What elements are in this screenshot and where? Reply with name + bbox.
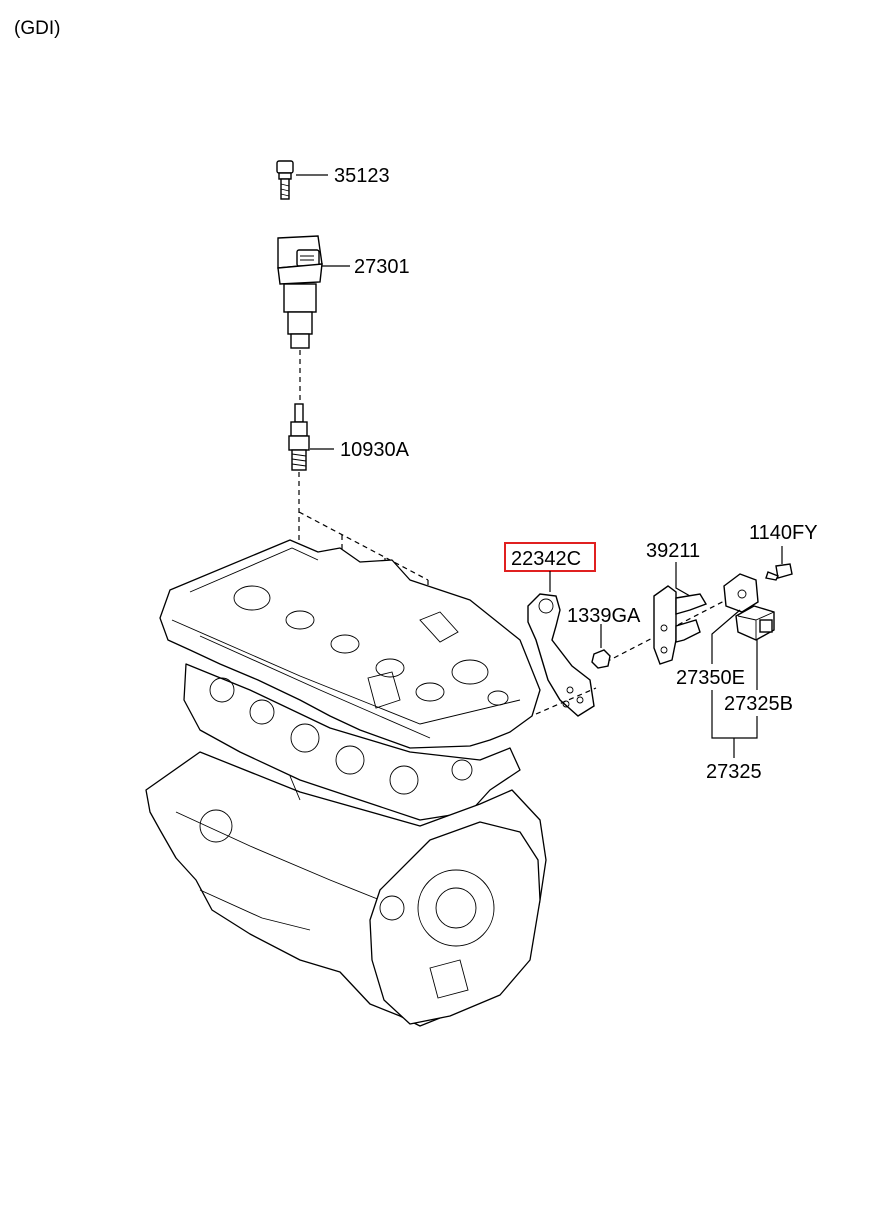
callout-27350E[interactable]: 27350E xyxy=(676,667,745,689)
sensor-27325B[interactable] xyxy=(735,605,775,641)
leader-27350E xyxy=(711,609,741,664)
callout-1339GA[interactable]: 1339GA xyxy=(567,605,641,627)
ignition-coil-27301[interactable] xyxy=(277,235,323,349)
callout-27301[interactable]: 27301 xyxy=(354,256,410,278)
nut-1339GA[interactable] xyxy=(591,649,611,669)
callout-27325B[interactable]: 27325B xyxy=(724,693,793,715)
callout-27325[interactable]: 27325 xyxy=(706,761,762,783)
sensor-bracket-27350E[interactable] xyxy=(723,573,759,613)
mount-line-lower xyxy=(535,687,597,715)
group-bracket-27325 xyxy=(711,690,758,758)
callout-10930A[interactable]: 10930A xyxy=(340,439,410,461)
bracket-39211[interactable] xyxy=(653,585,708,665)
bolt-1140FY[interactable] xyxy=(765,563,793,581)
leader-39211 xyxy=(675,562,691,597)
callout-1140FY[interactable]: 1140FY xyxy=(749,522,818,544)
diagram-caption: (GDI) xyxy=(14,18,60,39)
bolt-35123[interactable] xyxy=(276,160,294,200)
callout-22342C[interactable]: 22342C xyxy=(511,548,581,570)
callout-35123[interactable]: 35123 xyxy=(334,165,390,187)
callout-39211[interactable]: 39211 xyxy=(646,540,700,562)
bracket-22342C[interactable] xyxy=(527,593,595,717)
spark-plug-10930A[interactable] xyxy=(288,403,310,471)
engine-assembly xyxy=(145,539,547,1027)
